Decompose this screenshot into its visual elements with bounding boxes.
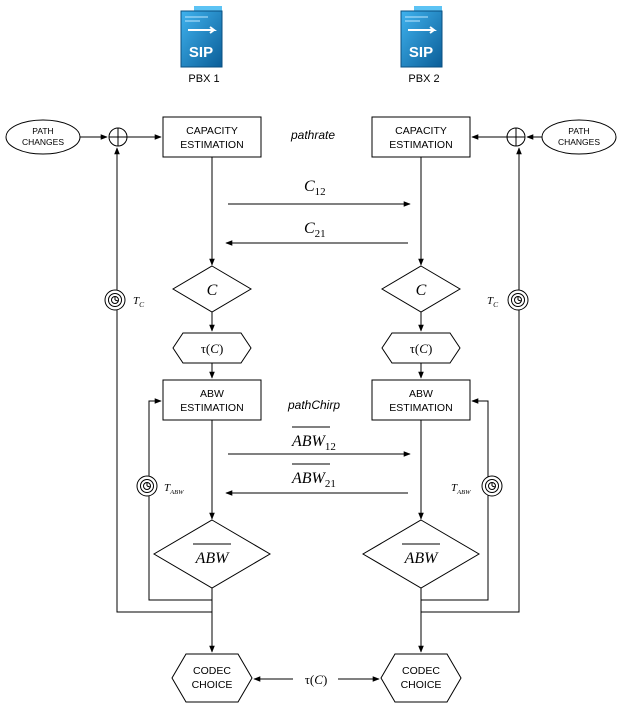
c-decision-left: C [172, 265, 252, 313]
tabw-label-right: TABW [451, 482, 471, 496]
svg-text:C21: C21 [304, 220, 326, 240]
c-decision-right: C [381, 265, 461, 313]
svg-text:ESTIMATION: ESTIMATION [180, 402, 243, 414]
codec-link-arrow: τ(C) [253, 672, 380, 687]
capacity-estimation-box-right: CAPACITY ESTIMATION [371, 116, 471, 158]
svg-text:CHOICE: CHOICE [192, 679, 233, 691]
abw21-arrow: ABW21 [225, 463, 408, 496]
tc-label-right: TC [487, 295, 499, 309]
pbx1-sip-server-icon: SIP [180, 6, 223, 68]
abw-estimation-box-right: ABW ESTIMATION [371, 379, 471, 421]
svg-text:ABW: ABW [195, 550, 231, 567]
abw-estimation-box-left: ABW ESTIMATION [162, 379, 262, 421]
svg-text:CAPACITY: CAPACITY [395, 125, 447, 137]
tc-label-left: TC [133, 295, 145, 309]
svg-text:ABW21: ABW21 [291, 470, 336, 490]
tau-c-hexagon-right: τ(C) [381, 332, 461, 364]
timer-icon-tc-right [507, 289, 529, 311]
svg-text:CHANGES: CHANGES [558, 137, 600, 147]
pathchirp-label: pathChirp [287, 398, 340, 412]
sum-junction-left [108, 127, 128, 147]
timer-icon-tc-left [104, 289, 126, 311]
svg-text:CAPACITY: CAPACITY [186, 125, 238, 137]
svg-text:CHANGES: CHANGES [22, 137, 64, 147]
svg-text:τ(C): τ(C) [410, 341, 433, 356]
svg-text:ABW: ABW [200, 388, 224, 400]
svg-text:C12: C12 [304, 178, 326, 198]
svg-text:τ(C): τ(C) [305, 672, 328, 687]
abw-average-decision-left: ABW [153, 519, 271, 589]
pathrate-label: pathrate [290, 128, 335, 142]
svg-text:τ(C): τ(C) [201, 341, 224, 356]
abw-average-decision-right: ABW [362, 519, 480, 589]
svg-text:C: C [416, 282, 427, 299]
capacity-estimation-box-left: CAPACITY ESTIMATION [162, 116, 262, 158]
svg-text:CHOICE: CHOICE [401, 679, 442, 691]
svg-text:ESTIMATION: ESTIMATION [180, 139, 243, 151]
abw12-arrow: ABW12 [228, 426, 411, 457]
svg-text:CODEC: CODEC [193, 665, 231, 677]
pbx1-icon-text: SIP [189, 44, 213, 61]
timer-icon-tabw-left [136, 475, 158, 497]
pbx2-label: PBX 2 [408, 73, 439, 85]
codec-choice-left: CODEC CHOICE [171, 653, 253, 703]
svg-text:C: C [207, 282, 218, 299]
c12-arrow: C12 [228, 178, 411, 207]
svg-text:CODEC: CODEC [402, 665, 440, 677]
pbx1-label: PBX 1 [188, 73, 219, 85]
pbx2-icon-text: SIP [409, 44, 433, 61]
svg-text:PATH: PATH [568, 126, 589, 136]
path-changes-right: PATH CHANGES [541, 119, 617, 155]
pbx2-sip-server-icon: SIP [400, 6, 443, 68]
codec-choice-right: CODEC CHOICE [380, 653, 462, 703]
timer-icon-tabw-right [481, 475, 503, 497]
tau-c-hexagon-left: τ(C) [172, 332, 252, 364]
svg-text:ABW12: ABW12 [291, 433, 336, 453]
svg-text:ESTIMATION: ESTIMATION [389, 139, 452, 151]
svg-text:ABW: ABW [409, 388, 433, 400]
path-changes-left: PATH CHANGES [5, 119, 81, 155]
svg-text:ESTIMATION: ESTIMATION [389, 402, 452, 414]
tabw-label-left: TABW [164, 482, 184, 496]
svg-text:ABW: ABW [404, 550, 440, 567]
c21-arrow: C21 [225, 220, 408, 246]
svg-text:PATH: PATH [32, 126, 53, 136]
sum-junction-right [506, 127, 526, 147]
